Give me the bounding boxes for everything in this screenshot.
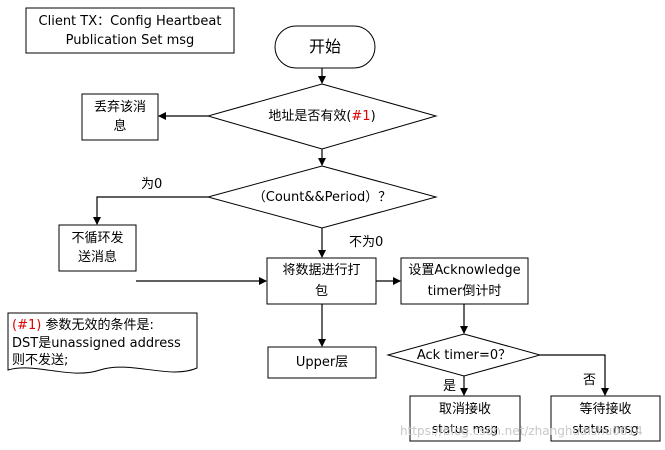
label-no: 否 — [583, 373, 597, 388]
note-line-3: 则不发送; — [12, 353, 69, 368]
upper-layer-box — [267, 346, 377, 379]
label-yes: 是 — [443, 379, 457, 394]
no-loop-box — [58, 224, 137, 272]
decision-address-prefix: 地址是否有效( — [268, 109, 352, 124]
arrow-d2-to-noloop — [93, 196, 208, 225]
note-ref: (#1) — [12, 318, 42, 333]
note-line-1: (#1) 参数无效的条件是: — [12, 317, 154, 334]
start-label: 开始 — [308, 37, 341, 56]
note-line-2: DST是unassigned address — [12, 336, 181, 351]
noloop-line-2: 送消息 — [77, 250, 117, 265]
title-line-2: Publication Set msg — [65, 33, 195, 48]
noloop-line-1: 不循环发 — [71, 231, 124, 246]
start-terminator — [274, 25, 376, 69]
decision-count-label: （Count&&Period）？ — [252, 190, 392, 205]
wait-box — [550, 395, 661, 442]
decision-ack-label: Ack timer=0？ — [416, 348, 512, 363]
label-nonzero: 不为0 — [349, 235, 384, 250]
cancel-line-1: 取消接收 — [438, 402, 491, 417]
note-line-1-text: 参数无效的条件是: — [41, 318, 154, 333]
wait-line-2: status msg — [572, 422, 639, 436]
upper-label: Upper层 — [295, 355, 349, 370]
title-box — [25, 7, 235, 54]
decision-address-ref: #1 — [351, 109, 371, 124]
timer-line-1: 设置Acknowledge — [408, 263, 521, 278]
pack-line-1: 将数据进行打 — [282, 263, 361, 278]
timer-line-2: timer倒计时 — [427, 284, 502, 299]
label-zero: 为0 — [141, 177, 163, 192]
watermark: https://blog.csdn.net/zhanghuaishu0614 — [400, 424, 643, 438]
arrow-d3-to-wait — [540, 354, 609, 396]
discard-line-1: 丢弃该消 — [93, 100, 146, 115]
discard-line-2: 息 — [113, 119, 127, 134]
decision-address-label: 地址是否有效(#1) — [208, 108, 436, 125]
pack-line-2: 包 — [314, 284, 328, 299]
note-box — [7, 312, 198, 374]
cancel-box — [409, 395, 521, 442]
wait-line-1: 等待接收 — [579, 402, 632, 417]
decision-address-suffix: ) — [370, 109, 376, 124]
title-line-1: Client TX：Config Heartbeat — [38, 14, 222, 29]
cancel-line-2: status msg — [431, 422, 499, 436]
